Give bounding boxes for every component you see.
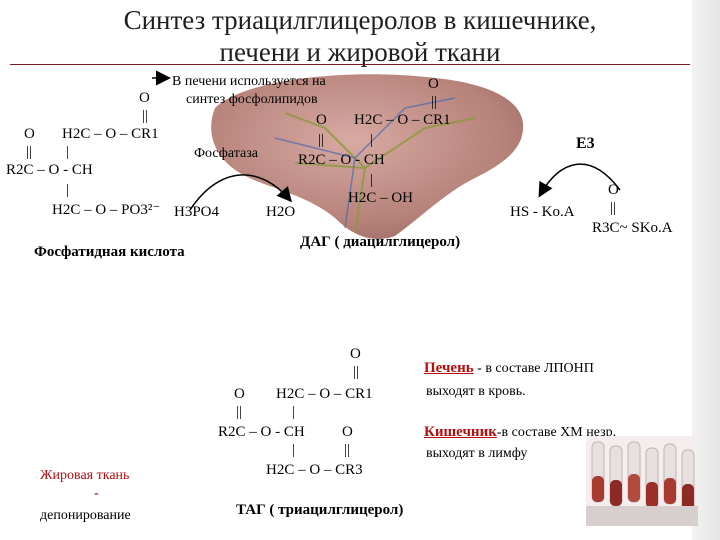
dag-row2: R2C – O - CH — [298, 152, 385, 168]
note-line2: синтез фосфолипидов — [186, 92, 318, 107]
test-tubes-illustration — [586, 436, 698, 526]
acyl-row: R3C~ SKo.A — [592, 220, 673, 236]
liver-note-head: Печень — [424, 360, 474, 376]
pa-name: Фосфатидная кислота — [34, 244, 185, 260]
note-line1: В печени используется на — [172, 74, 326, 89]
tag-dbl-right: || — [344, 442, 351, 458]
pa-bar1: | — [66, 144, 70, 160]
tag-o-top: O — [350, 346, 361, 362]
dag-bar2: | — [370, 172, 374, 188]
page-title-line2: печени и жировой ткани — [219, 37, 501, 67]
tag-row3: H2C – O – CR3 — [266, 462, 363, 478]
adipose-line3: депонирование — [40, 508, 131, 523]
tag-bar2: | — [292, 442, 296, 458]
tag-bar1: | — [292, 404, 296, 420]
intestine-note-head: Кишечник — [424, 424, 497, 440]
tag-row2: R2C – O - CH — [218, 424, 305, 440]
dag-dbl-top: || — [431, 94, 438, 110]
adipose-line2: - — [94, 486, 99, 501]
enzyme-phosphatase: Фосфатаза — [194, 146, 258, 161]
pa-o-top: O — [139, 90, 150, 106]
pa-dbl-left: || — [26, 144, 33, 160]
pa-row1: H2C – O – CR1 — [62, 126, 159, 142]
dag-o-top: O — [428, 76, 439, 92]
liver-note-line2: выходят в кровь. — [426, 384, 526, 399]
tag-dbl-left: || — [236, 404, 243, 420]
h3po4: H3PO4 — [174, 204, 220, 220]
acyl-o: O — [608, 182, 619, 198]
tag-name: ТАГ ( триацилглицерол) — [236, 502, 404, 518]
dag-bar1: | — [370, 132, 374, 148]
h2o: H2O — [266, 204, 296, 220]
tag-o-right: O — [342, 424, 353, 440]
dag-dbl-left: || — [318, 132, 325, 148]
pa-o-left: O — [24, 126, 35, 142]
liver-illustration — [211, 74, 524, 239]
tag-dbl-top: || — [353, 364, 360, 380]
pa-bar2: | — [66, 182, 70, 198]
adipose-line1: Жировая ткань — [40, 468, 130, 483]
pa-dbl-top: || — [142, 108, 149, 124]
hs-koa: HS - Ko.A — [510, 204, 575, 220]
enzyme-e3: Е3 — [576, 135, 595, 152]
pa-row3: H2C – O – PO3²⁻ — [52, 202, 161, 218]
dag-row1: H2C – O – CR1 — [354, 112, 451, 128]
dag-name: ДАГ ( диацилглицерол) — [300, 234, 461, 250]
dag-o-left: O — [316, 112, 327, 128]
page-title-line1: Синтез триацилглицеролов в кишечнике, — [123, 5, 597, 35]
acyl-dbl: || — [610, 200, 617, 216]
tag-o-left: O — [234, 386, 245, 402]
dag-row3: H2C – OH — [348, 190, 414, 206]
tag-row1: H2C – O – CR1 — [276, 386, 373, 402]
intestine-note-line2: выходят в лимфу — [426, 446, 528, 461]
liver-note-rest: - в составе ЛПОНП — [473, 361, 594, 376]
liver-note-line1: Печень - в составе ЛПОНП — [424, 360, 594, 377]
pa-row2: R2C – O - CH — [6, 162, 93, 178]
title-rule — [10, 64, 690, 65]
